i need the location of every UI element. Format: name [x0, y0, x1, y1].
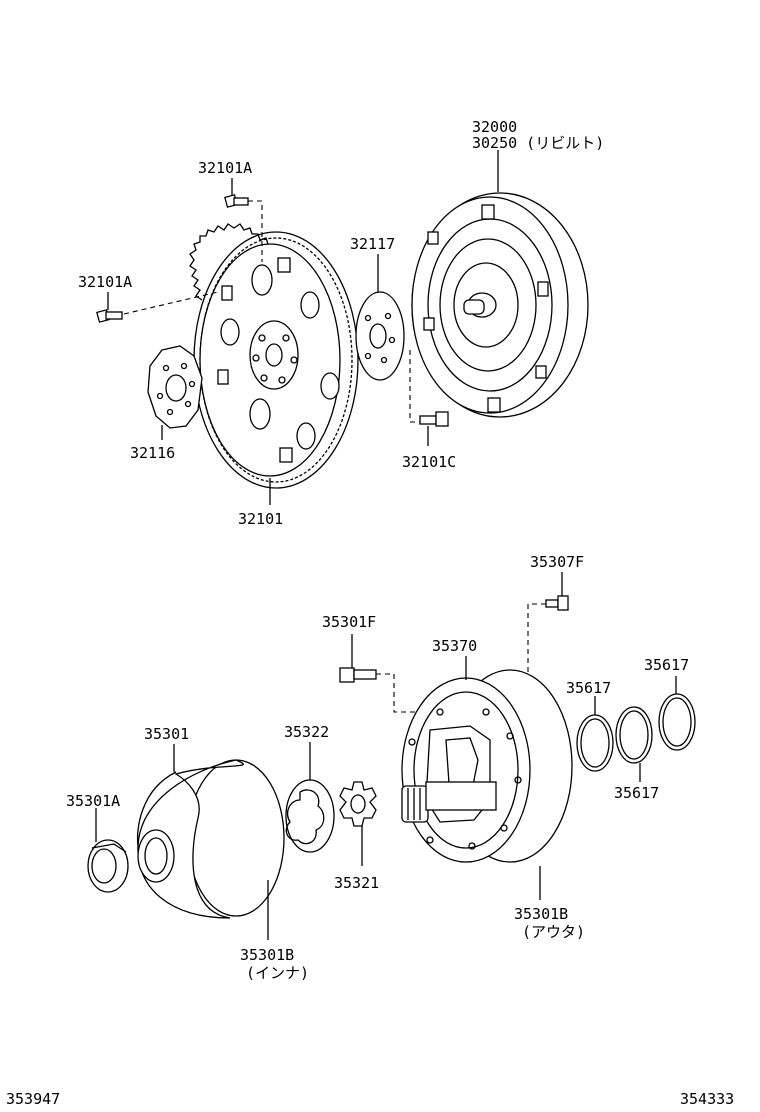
- label-35322: 35322: [284, 723, 329, 741]
- footer-left-code: 353947: [6, 1090, 60, 1108]
- label-32116: 32116: [130, 444, 175, 462]
- label-32101: 32101: [238, 510, 283, 528]
- label-35370: 35370: [432, 637, 477, 655]
- label-35301B-inner: 35301B: [240, 946, 294, 964]
- bolt-32101A-left-drawing: [96, 309, 123, 323]
- label-30250: 30250 (リビルト): [472, 134, 604, 152]
- o-ring-35617-b-drawing: [615, 706, 653, 764]
- plate-32117-drawing: [355, 291, 405, 381]
- label-35617-a: 35617: [566, 679, 611, 697]
- label-35617-b: 35617: [614, 784, 659, 802]
- label-32101A-left: 32101A: [78, 273, 132, 291]
- pump-cover-35301-drawing: [136, 759, 285, 919]
- footer-right-code: 354333: [680, 1090, 734, 1108]
- label-35301B-outer-note: (アウタ): [522, 923, 585, 941]
- label-35307F: 35307F: [530, 553, 584, 571]
- label-35301: 35301: [144, 725, 189, 743]
- plate-32116-drawing: [147, 345, 203, 429]
- bolt-35307F-drawing: [545, 595, 569, 611]
- label-35301A: 35301A: [66, 792, 120, 810]
- label-35301B-inner-note: (インナ): [246, 964, 309, 982]
- bolt-35301F-drawing: [339, 667, 377, 683]
- oil-seal-35301A-drawing: [87, 839, 129, 893]
- pump-body-35370-drawing: [401, 669, 573, 863]
- label-35301F: 35301F: [322, 613, 376, 631]
- o-ring-35617-c-drawing: [658, 693, 696, 751]
- bolt-32101C-drawing: [419, 411, 449, 427]
- bolt-32101A-top-drawing: [224, 194, 249, 208]
- label-32000: 32000: [472, 118, 517, 136]
- drive-plate-drawing: [189, 223, 359, 489]
- label-32117: 32117: [350, 235, 395, 253]
- o-ring-35617-a-drawing: [576, 714, 614, 772]
- driven-gear-35322-drawing: [285, 779, 335, 853]
- label-32101C: 32101C: [402, 453, 456, 471]
- label-35301B-outer: 35301B: [514, 905, 568, 923]
- label-35617-c: 35617: [644, 656, 689, 674]
- torque-converter-drawing: [411, 192, 589, 418]
- drive-gear-35321-drawing: [339, 781, 377, 827]
- label-32101A-top: 32101A: [198, 159, 252, 177]
- label-35321: 35321: [334, 874, 379, 892]
